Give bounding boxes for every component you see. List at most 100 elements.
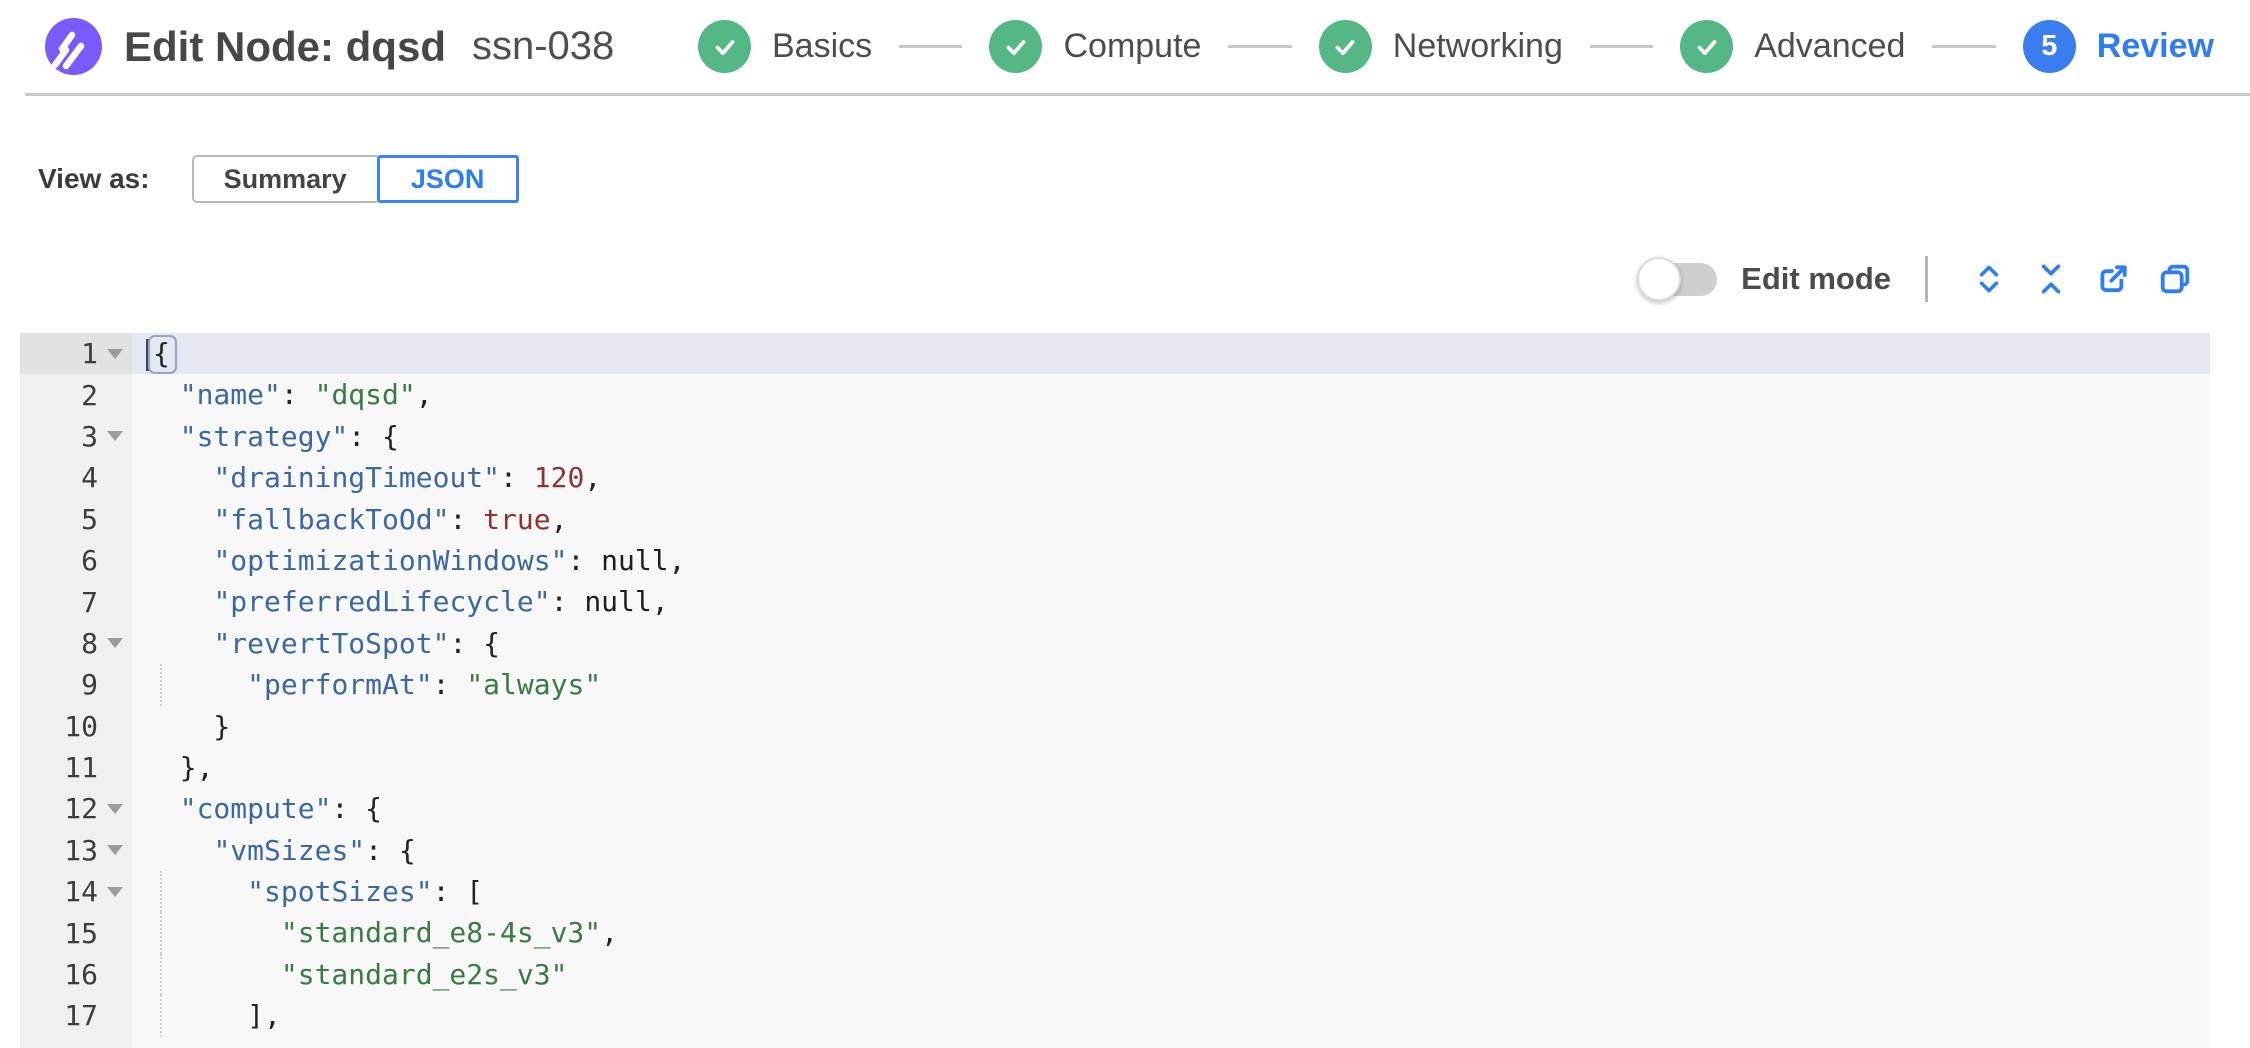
- toolbar-divider: [1925, 256, 1928, 302]
- code-token: "performAt": [247, 668, 433, 702]
- copy-icon[interactable]: [2155, 259, 2195, 299]
- indent-guide: [160, 871, 162, 913]
- step-advanced[interactable]: Advanced: [1680, 20, 1905, 73]
- code-line-5[interactable]: "fallbackToOd": true,: [132, 499, 2210, 540]
- code-line-4[interactable]: "drainingTimeout": 120,: [132, 457, 2210, 498]
- step-label: Compute: [1063, 27, 1202, 65]
- fold-arrow-icon[interactable]: [107, 886, 123, 897]
- code-token: }: [146, 709, 231, 743]
- line-number: 5: [81, 502, 98, 536]
- code-token: "name": [179, 378, 281, 412]
- gutter-line-13: 13: [20, 830, 132, 871]
- gutter-line-15: 15: [20, 912, 132, 953]
- line-number: 10: [64, 709, 98, 743]
- code-line-15[interactable]: "standard_e8-4s_v3",: [132, 912, 2210, 954]
- line-number: 13: [64, 833, 98, 867]
- toggle-knob[interactable]: [1637, 256, 1682, 301]
- code-token: "optimizationWindows": [213, 543, 568, 577]
- code-line-10[interactable]: }: [132, 706, 2210, 747]
- code-line-11[interactable]: },: [132, 747, 2210, 788]
- gutter-line-16: 16: [20, 954, 132, 995]
- line-number: 17: [64, 999, 98, 1033]
- code-line-1[interactable]: {: [132, 333, 2210, 375]
- collapse-icon[interactable]: [2031, 259, 2071, 299]
- code-token: : [: [432, 875, 484, 909]
- code-line-17[interactable]: ],: [132, 995, 2210, 1037]
- fold-arrow-icon[interactable]: [107, 845, 123, 856]
- title-area: Edit Node: dqsd ssn-038: [25, 18, 660, 75]
- gutter-line-3: 3: [20, 416, 132, 457]
- code-token: :: [280, 378, 315, 412]
- text-cursor: [146, 339, 149, 371]
- line-number: 16: [64, 958, 98, 992]
- code-token: "compute": [179, 792, 332, 826]
- step-check-icon[interactable]: [698, 20, 751, 73]
- step-basics[interactable]: Basics: [698, 20, 872, 73]
- code-line-3[interactable]: "strategy": {: [132, 416, 2210, 457]
- code-token: [146, 420, 180, 453]
- step-check-icon[interactable]: [1680, 20, 1734, 73]
- gutter-line-17: 17: [20, 995, 132, 1036]
- code-line-9[interactable]: "performAt": "always": [132, 664, 2210, 706]
- code-token: "spotSizes": [247, 875, 433, 909]
- indent-guide: [160, 995, 162, 1037]
- indent-guide: [160, 664, 162, 706]
- fold-arrow-icon[interactable]: [107, 348, 123, 359]
- step-check-icon[interactable]: [989, 20, 1043, 73]
- gutter-line-11: 11: [20, 747, 132, 788]
- code-token: "dqsd": [314, 378, 416, 412]
- code-token: {: [148, 335, 177, 374]
- step-connector: [899, 45, 963, 48]
- fold-arrow-icon[interactable]: [107, 803, 123, 814]
- line-number: 15: [64, 916, 98, 950]
- code-line-7[interactable]: "preferredLifecycle": null,: [132, 581, 2210, 622]
- view-as-label: View as:: [38, 163, 150, 194]
- wizard-header: Edit Node: dqsd ssn-038 Basics Compute Net…: [25, 0, 2250, 96]
- gutter-line-1: 1: [20, 333, 132, 375]
- code-line-14[interactable]: "spotSizes": [: [132, 871, 2210, 913]
- step-connector: [1228, 45, 1292, 48]
- code-token: "preferredLifecycle": [213, 585, 551, 619]
- edit-mode-toggle[interactable]: [1637, 256, 1718, 301]
- gutter-line-5: 5: [20, 499, 132, 540]
- fold-arrow-icon[interactable]: [107, 431, 123, 442]
- code-token: : {: [348, 419, 399, 453]
- code-token: [146, 834, 213, 867]
- gutter-line-9: 9: [20, 664, 132, 705]
- code-line-6[interactable]: "optimizationWindows": null,: [132, 540, 2210, 581]
- code-token: null: [601, 543, 669, 577]
- editor-code-area[interactable]: { "name": "dqsd", "strategy": { "drainin…: [132, 333, 2210, 1048]
- gutter-line-2: 2: [20, 374, 132, 415]
- step-connector: [1589, 45, 1654, 48]
- code-line-8[interactable]: "revertToSpot": {: [132, 623, 2210, 664]
- code-token: :: [567, 543, 602, 577]
- code-line-13[interactable]: "vmSizes": {: [132, 830, 2210, 871]
- view-as-bar: View as: Summary JSON: [38, 155, 519, 203]
- step-number-badge[interactable]: 5: [2022, 20, 2076, 73]
- code-line-16[interactable]: "standard_e2s_v3": [132, 953, 2210, 996]
- json-tab-button[interactable]: JSON: [376, 155, 519, 203]
- summary-tab-button[interactable]: Summary: [191, 155, 377, 203]
- indent-guide: [160, 912, 162, 954]
- code-token: : {: [331, 792, 383, 826]
- code-line-12[interactable]: "compute": {: [132, 788, 2210, 829]
- code-line-2[interactable]: "name": "dqsd",: [132, 374, 2210, 415]
- fold-arrow-icon[interactable]: [107, 638, 123, 649]
- step-networking[interactable]: Networking: [1318, 20, 1563, 73]
- node-id-label: ssn-038: [471, 24, 615, 68]
- step-label: Basics: [772, 27, 873, 65]
- line-number: 8: [81, 626, 98, 660]
- code-token: null: [584, 585, 652, 619]
- gutter-line-4: 4: [20, 457, 132, 498]
- step-compute[interactable]: Compute: [989, 20, 1201, 73]
- export-icon[interactable]: [2093, 259, 2133, 299]
- gutter-line-10: 10: [20, 706, 132, 747]
- code-token: ,: [601, 916, 619, 950]
- step-check-icon[interactable]: [1318, 20, 1372, 73]
- code-token: "strategy": [179, 419, 349, 453]
- code-token: ,: [550, 502, 568, 536]
- expand-icon[interactable]: [1969, 259, 2009, 299]
